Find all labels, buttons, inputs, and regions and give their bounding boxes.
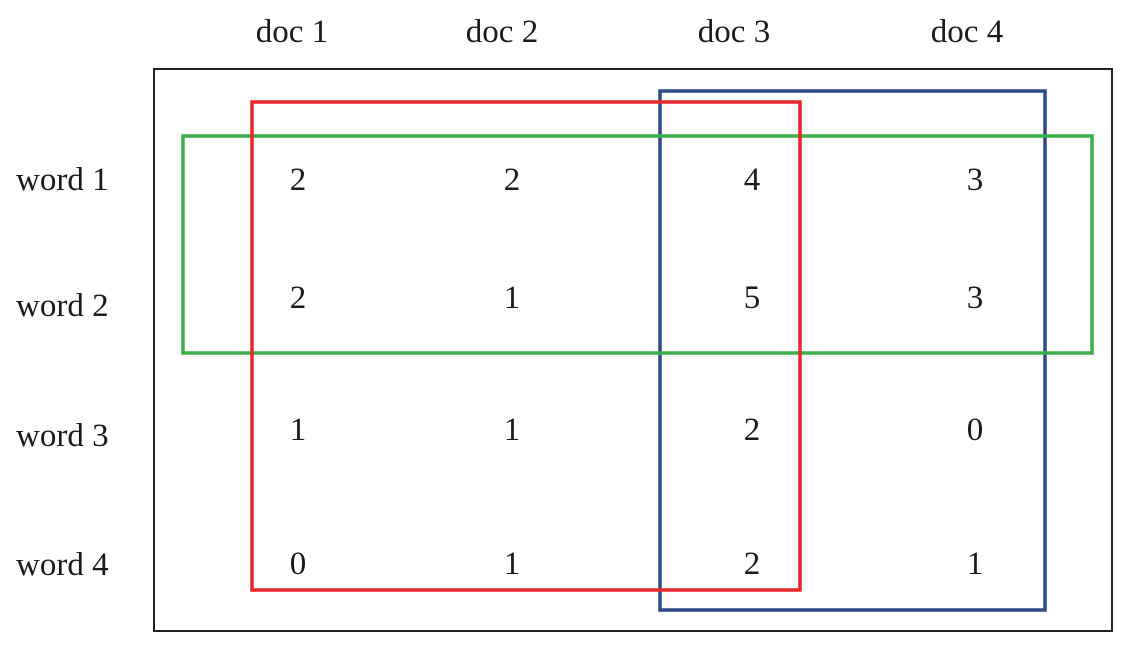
cell-word3-doc4: 0 [966,412,984,448]
matrix-frame [153,68,1113,632]
row-label-word-2: word 2 [16,288,109,324]
column-header-doc-1: doc 1 [255,14,329,50]
cell-word1-doc4: 3 [966,162,984,198]
cell-word2-doc3: 5 [743,280,761,316]
cell-word4-doc2: 1 [503,546,521,582]
row-label-word-1: word 1 [16,162,109,198]
cell-word1-doc1: 2 [289,162,307,198]
cell-word4-doc1: 0 [289,546,307,582]
row-label-word-4: word 4 [16,547,109,583]
cell-word2-doc2: 1 [503,280,521,316]
cell-word1-doc2: 2 [503,162,521,198]
cell-word3-doc2: 1 [503,412,521,448]
cell-word2-doc4: 3 [966,280,984,316]
cell-word2-doc1: 2 [289,280,307,316]
row-label-word-3: word 3 [16,418,109,454]
column-header-doc-3: doc 3 [697,14,771,50]
cell-word3-doc3: 2 [743,412,761,448]
cell-word1-doc3: 4 [743,162,761,198]
column-header-doc-2: doc 2 [465,14,539,50]
column-header-doc-4: doc 4 [930,14,1004,50]
cell-word4-doc4: 1 [966,546,984,582]
cell-word4-doc3: 2 [743,546,761,582]
cell-word3-doc1: 1 [289,412,307,448]
